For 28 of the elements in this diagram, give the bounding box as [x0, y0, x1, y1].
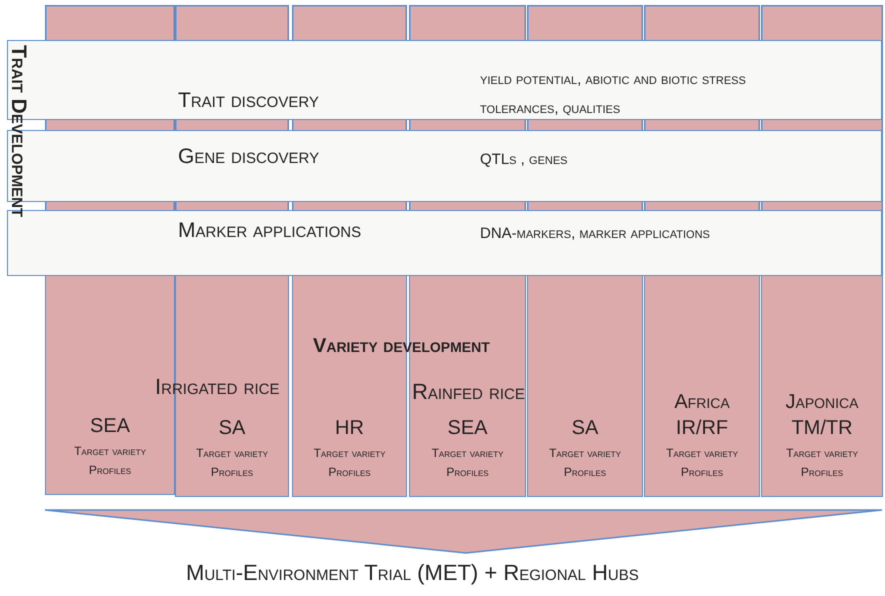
region-name: Africa — [674, 390, 730, 415]
region-name: SEA — [447, 416, 488, 441]
profile-text: Target variety Profiles — [665, 445, 739, 481]
band-title: Gene discovery — [178, 145, 320, 169]
band-title: Marker applications — [178, 219, 362, 243]
group-label: Rainfed rice — [412, 379, 525, 405]
profile-text: Target variety Profiles — [548, 445, 622, 481]
region-name: SEA — [90, 414, 130, 439]
column-panel — [761, 275, 883, 497]
band-description: DNA-markers, marker applications — [480, 224, 711, 244]
region-name: SA — [572, 416, 598, 441]
profile-text: Target variety Profiles — [430, 445, 504, 481]
band-description: QTLs , genes — [480, 150, 569, 170]
side-label: Trait Development — [7, 45, 29, 218]
region-name: SA — [218, 416, 246, 441]
region-name: TM/TR — [791, 416, 853, 441]
profile-text: Target variety Profiles — [312, 445, 386, 481]
band-description: yield potential, abiotic and biotic stress tolerances, qualities — [480, 70, 747, 119]
region-name: IR/RF — [676, 416, 728, 441]
column-panel — [644, 275, 760, 497]
region-name: HR — [335, 416, 364, 441]
profile-text: Target variety Profiles — [195, 445, 269, 481]
region-name: Japonica — [785, 390, 858, 415]
caption-text: Multi-Environment Trial (MET) + Regional Hubs — [186, 560, 639, 586]
band-title: Trait discovery — [178, 89, 319, 113]
column-panel — [527, 275, 643, 497]
profile-text: Target variety Profiles — [785, 445, 859, 481]
profile-text: Target variety Profiles — [73, 443, 147, 479]
